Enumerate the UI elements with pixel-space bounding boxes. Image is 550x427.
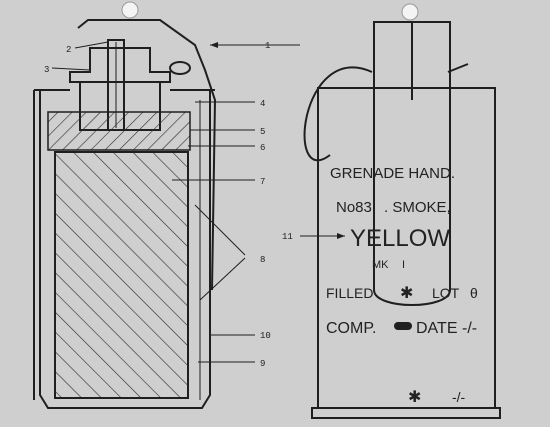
stencil-comp: COMP. (326, 320, 376, 337)
stencil-filled: FILLED (326, 285, 373, 301)
safety-ring (303, 66, 373, 162)
stencil-date-value: -/- (462, 320, 477, 337)
callout-11: 11 (282, 232, 293, 242)
base-asterisk: ✱ (408, 389, 421, 406)
smoke-filling (54, 151, 189, 399)
base-mark: -/- (452, 389, 466, 405)
stencil-line1: GRENADE HAND. (330, 165, 455, 182)
body-case (39, 90, 211, 409)
lever (77, 19, 217, 291)
dash-symbol (394, 322, 412, 330)
stencil-date: DATE (416, 320, 457, 337)
callout-9: 9 (260, 359, 265, 369)
callout-lines (51, 41, 345, 363)
stencil-number: No83 (336, 199, 372, 216)
exterior-view (303, 21, 501, 419)
striker-cap (69, 47, 171, 83)
callout-10: 10 (260, 331, 271, 341)
top-plug (47, 111, 191, 151)
callout-4: 4 (260, 99, 265, 109)
callout-2: 2 (66, 45, 71, 55)
callout-1: 1 (265, 41, 270, 51)
callout-6: 6 (260, 143, 265, 153)
lever-exterior (373, 21, 451, 306)
callout-labels: 1 2 3 4 5 6 7 8 11 10 9 (44, 41, 293, 369)
stencil-color: YELLOW (350, 225, 450, 252)
stencil-lot: LOT (432, 285, 460, 301)
base-ring (311, 407, 501, 419)
pin-ring (169, 61, 191, 75)
stencil-mark-number: I (402, 259, 405, 271)
callout-8: 8 (260, 255, 265, 265)
callout-7: 7 (260, 177, 265, 187)
punch-hole-left (121, 1, 139, 19)
theta-symbol: θ (470, 285, 478, 301)
callout-5: 5 (260, 127, 265, 137)
stencil-markings: GRENADE HAND. No83 . SMOKE, YELLOW MK I … (326, 165, 478, 406)
stencil-smoke: . SMOKE, (384, 199, 451, 216)
punch-hole-right (401, 3, 419, 21)
asterisk-symbol: ✱ (400, 285, 413, 302)
sectional-view (33, 19, 217, 409)
callout-3: 3 (44, 65, 49, 75)
stencil-mark: MK (372, 259, 389, 271)
